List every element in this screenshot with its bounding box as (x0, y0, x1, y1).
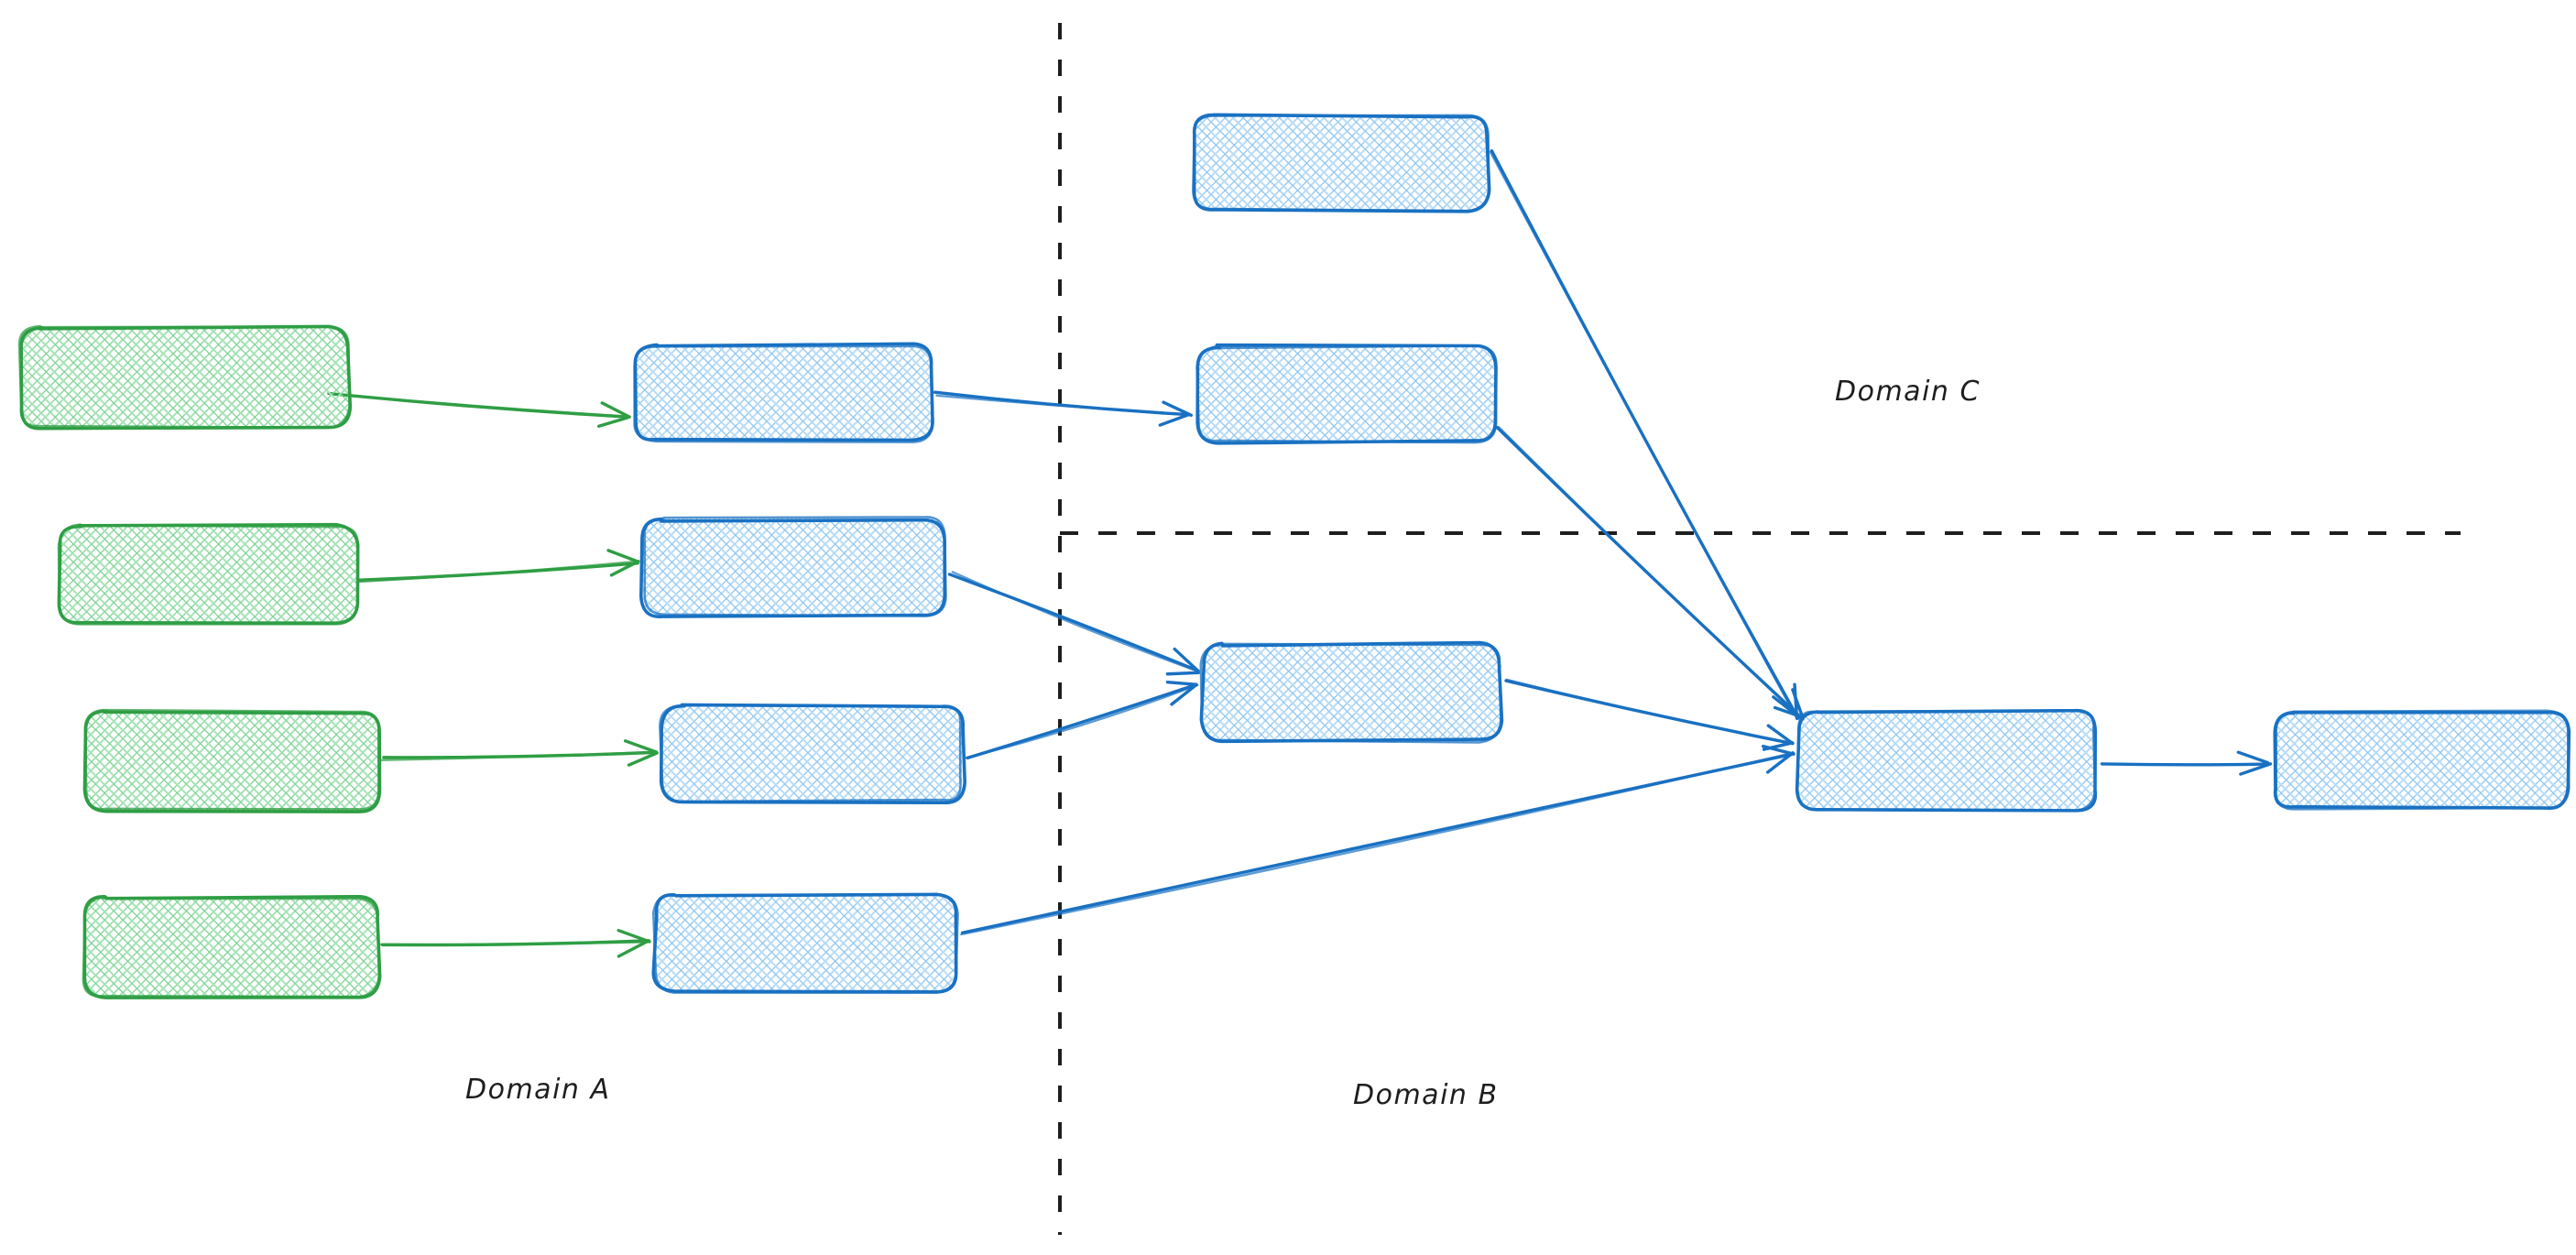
node-c1[interactable] (1795, 708, 2098, 813)
node-a4[interactable] (82, 894, 382, 999)
edge-arrowhead (1791, 688, 1805, 720)
edge-arrowhead (609, 560, 640, 577)
edge-arrowhead (596, 416, 629, 428)
node-fill-cross (84, 898, 377, 997)
edge-line (1490, 148, 1800, 720)
node-a1[interactable] (17, 324, 353, 431)
node-outline (643, 516, 947, 617)
edge-e-a4-m4[interactable] (378, 929, 651, 958)
edge-e-b1-c1[interactable] (1489, 148, 1800, 720)
node-outline (1199, 642, 1502, 744)
node-outline (57, 523, 360, 626)
node-outline (633, 344, 934, 443)
node-outline (1195, 344, 1498, 444)
edge-e-m4-c1[interactable] (960, 744, 1796, 936)
edge-arrowhead (1766, 751, 1795, 774)
edge-line (947, 573, 1200, 673)
edge-layer (327, 148, 2273, 958)
node-a3[interactable] (82, 708, 382, 813)
edge-e-c1-c2[interactable] (2100, 750, 2273, 776)
label-domain-c: Domain C (1835, 376, 1981, 408)
edge-line (960, 751, 1794, 936)
edge-line (935, 394, 1191, 417)
edge-arrowhead (617, 939, 649, 958)
edge-line (356, 560, 639, 584)
edge-line (1505, 678, 1794, 746)
edge-line (951, 571, 1200, 673)
node-outline (651, 892, 959, 994)
node-outline (83, 708, 380, 811)
node-fill-cross (60, 525, 357, 623)
node-m2[interactable] (639, 516, 947, 618)
node-a2[interactable] (57, 522, 360, 626)
edge-arrowhead (617, 929, 651, 944)
edge-arrowhead (600, 401, 631, 419)
node-c2[interactable] (2273, 709, 2571, 811)
edge-line (380, 750, 659, 761)
node-fill-cross (1194, 115, 1489, 210)
edge-arrowhead (2236, 750, 2270, 765)
node-b1[interactable] (1192, 113, 1491, 213)
node-fill-cross (20, 327, 348, 428)
edge-arrowhead (1762, 741, 1795, 751)
edge-arrowhead (606, 549, 639, 563)
edge-arrowhead (1170, 682, 1198, 706)
edge-arrowhead (1158, 412, 1191, 427)
edge-arrowhead (1165, 671, 1200, 676)
node-fill-cross (1197, 346, 1495, 442)
edge-arrowhead (627, 751, 659, 767)
edge-line (1497, 425, 1804, 720)
edge-line (327, 392, 630, 418)
node-fill-cross (661, 705, 962, 802)
node-outline (1796, 709, 2097, 813)
node-layer (17, 113, 2571, 999)
node-outline (659, 704, 962, 803)
label-domain-b: Domain B (1353, 1079, 1499, 1111)
node-outline (659, 703, 966, 805)
node-outline (1192, 114, 1490, 213)
edge-e-m1-b2[interactable] (933, 390, 1194, 427)
edge-line (966, 682, 1198, 760)
node-outline (82, 895, 380, 999)
edge-line (963, 683, 1199, 759)
edge-e-b3-c1[interactable] (1504, 678, 1795, 751)
node-fill-cross (2275, 712, 2568, 808)
node-m4[interactable] (651, 892, 959, 994)
edge-arrowhead (1165, 680, 1198, 686)
edge-e-b2-c1[interactable] (1495, 425, 1805, 721)
node-fill-cross (84, 712, 379, 811)
edge-arrowhead (2239, 762, 2273, 776)
label-domain-a: Domain A (465, 1074, 611, 1106)
node-m3[interactable] (659, 703, 966, 805)
node-b2[interactable] (1195, 343, 1498, 445)
edge-arrowhead (1162, 400, 1194, 417)
node-outline (17, 324, 351, 430)
node-fill-cross (654, 895, 956, 992)
edge-e-a2-m2[interactable] (356, 549, 640, 584)
divider-layer (1058, 23, 2461, 1235)
edge-e-a1-m1[interactable] (327, 391, 631, 428)
edge-arrowhead (1173, 647, 1200, 672)
node-b3[interactable] (1199, 640, 1504, 744)
node-outline (2275, 709, 2571, 811)
edge-e-m3-b3[interactable] (963, 680, 1199, 760)
node-m1[interactable] (633, 342, 934, 443)
edge-e-m2-b3[interactable] (947, 571, 1200, 676)
node-fill-cross (634, 346, 932, 442)
edge-line (378, 941, 650, 946)
node-fill-cross (643, 518, 945, 616)
edge-line (2100, 762, 2271, 767)
edge-line (1489, 150, 1798, 719)
node-fill-cross (1798, 712, 2096, 811)
node-fill-cross (1204, 644, 1501, 740)
edge-e-a3-m3[interactable] (380, 739, 659, 767)
edge-arrowhead (1773, 705, 1805, 719)
edge-arrowhead (623, 739, 659, 754)
edge-arrowhead (1766, 724, 1795, 746)
